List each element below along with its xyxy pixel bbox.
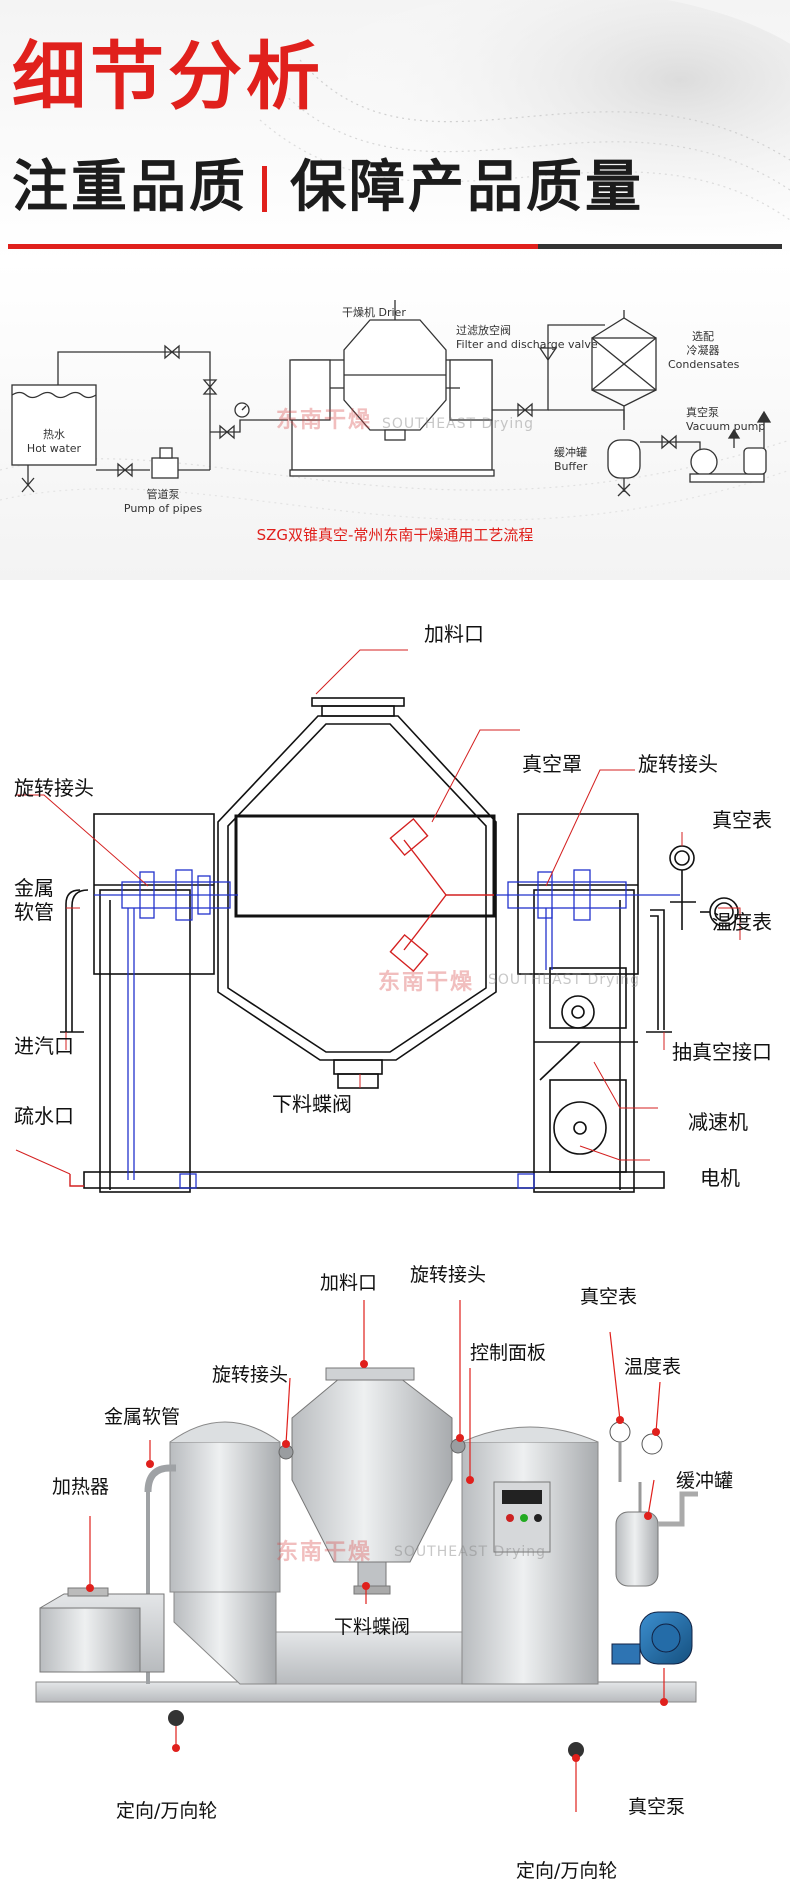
drawing-rotary-joint-left: 旋转接头	[14, 776, 94, 800]
buffer-label-cn: 缓冲罐	[554, 446, 587, 459]
subtitle-left: 注重品质	[12, 155, 248, 220]
drawing-vacuum-gauge: 真空表	[712, 808, 772, 832]
process-flow-diagram	[11, 300, 772, 497]
subtitle-divider	[262, 166, 267, 212]
drawing-watermark-en: SOUTHEAST Drying	[488, 972, 641, 988]
pump-label-en: Pump of pipes	[123, 501, 203, 515]
condenser-label-line1: 选配	[692, 330, 714, 343]
photo-rotary-joint-left: 旋转接头	[212, 1364, 289, 1386]
photo-buffer-tank: 缓冲罐	[676, 1470, 734, 1492]
filter-valve-label-en: Filter and discharge valve	[456, 337, 598, 351]
watermark-en: SOUTHEAST Drying	[382, 416, 535, 432]
drawing-vacuum-port: 抽真空接口	[672, 1040, 772, 1064]
page-title: 细节分析	[12, 34, 324, 120]
drawing-motor: 电机	[700, 1166, 740, 1190]
photo-metal-hose: 金属软管	[104, 1406, 181, 1428]
drawing-temp-gauge: 温度表	[712, 910, 772, 934]
subtitle-right: 保障产品质量	[290, 155, 644, 220]
vacuum-pump-label-en: Vacuum pump	[686, 419, 766, 433]
hot-water-label: 热水 Hot water	[18, 428, 90, 456]
hot-water-label-en: Hot water	[26, 441, 82, 455]
drawing-metal-hose-line1: 金属	[14, 876, 54, 900]
technical-drawing	[15, 649, 741, 1193]
photo-vacuum-pump: 真空泵	[628, 1796, 686, 1818]
photo-heater: 加热器	[52, 1476, 110, 1498]
header-rule-red	[8, 244, 538, 249]
drawing-metal-hose: 金属 软管	[14, 876, 54, 924]
filter-valve-label: 过滤放空阀 Filter and discharge valve	[456, 324, 598, 352]
photo-discharge-valve: 下料蝶阀	[334, 1616, 411, 1638]
buffer-label-en: Buffer	[554, 459, 588, 473]
photo-feed-port: 加料口	[320, 1272, 378, 1294]
drawing-rotary-joint-right: 旋转接头	[638, 752, 718, 776]
drawing-metal-hose-line2: 软管	[14, 900, 54, 924]
drawing-watermark-cn: 东南干燥	[378, 970, 475, 995]
header-rule-dark	[538, 244, 782, 249]
filter-valve-label-cn: 过滤放空阀	[456, 324, 511, 337]
photo-temp-gauge: 温度表	[624, 1356, 682, 1378]
photo-watermark-cn: 东南干燥	[276, 1540, 373, 1565]
condenser-label: 选配 冷凝器 Condensates	[668, 330, 740, 371]
vacuum-pump-label: 真空泵 Vacuum pump	[686, 406, 765, 434]
condenser-label-line2: 冷凝器	[686, 343, 720, 357]
photo-rotary-joint-top: 旋转接头	[410, 1264, 487, 1286]
hot-water-label-cn: 热水	[43, 428, 65, 441]
drier-label: 干燥机 Drier	[342, 306, 406, 319]
drawing-feed-port: 加料口	[424, 622, 484, 646]
condenser-label-en: Condensates	[668, 357, 740, 371]
photo-watermark-en: SOUTHEAST Drying	[394, 1544, 547, 1560]
drawing-reducer: 减速机	[688, 1110, 748, 1134]
decorative-wave	[0, 0, 790, 521]
photo-caster-left: 定向/万向轮	[116, 1800, 218, 1822]
photo-caster-right: 定向/万向轮	[516, 1860, 618, 1882]
drawing-drain-port: 疏水口	[14, 1104, 74, 1128]
flow-caption: SZG双锥真空-常州东南干燥通用工艺流程	[256, 526, 534, 544]
drawing-discharge-valve: 下料蝶阀	[272, 1092, 352, 1116]
buffer-label: 缓冲罐 Buffer	[554, 446, 587, 474]
pump-label-cn: 管道泵	[146, 488, 180, 501]
vacuum-pump-label-cn: 真空泵	[686, 406, 719, 419]
drawing-steam-inlet: 进汽口	[14, 1034, 74, 1058]
pump-label: 管道泵 Pump of pipes	[118, 488, 208, 516]
photo-vacuum-gauge: 真空表	[580, 1286, 638, 1308]
header-section: 细节分析 注重品质 保障产品质量	[0, 0, 790, 580]
equipment-photo	[35, 1300, 698, 1812]
drawing-vacuum-hood: 真空罩	[522, 752, 582, 776]
watermark-cn: 东南干燥	[276, 408, 373, 433]
photo-control-panel: 控制面板	[470, 1342, 547, 1364]
